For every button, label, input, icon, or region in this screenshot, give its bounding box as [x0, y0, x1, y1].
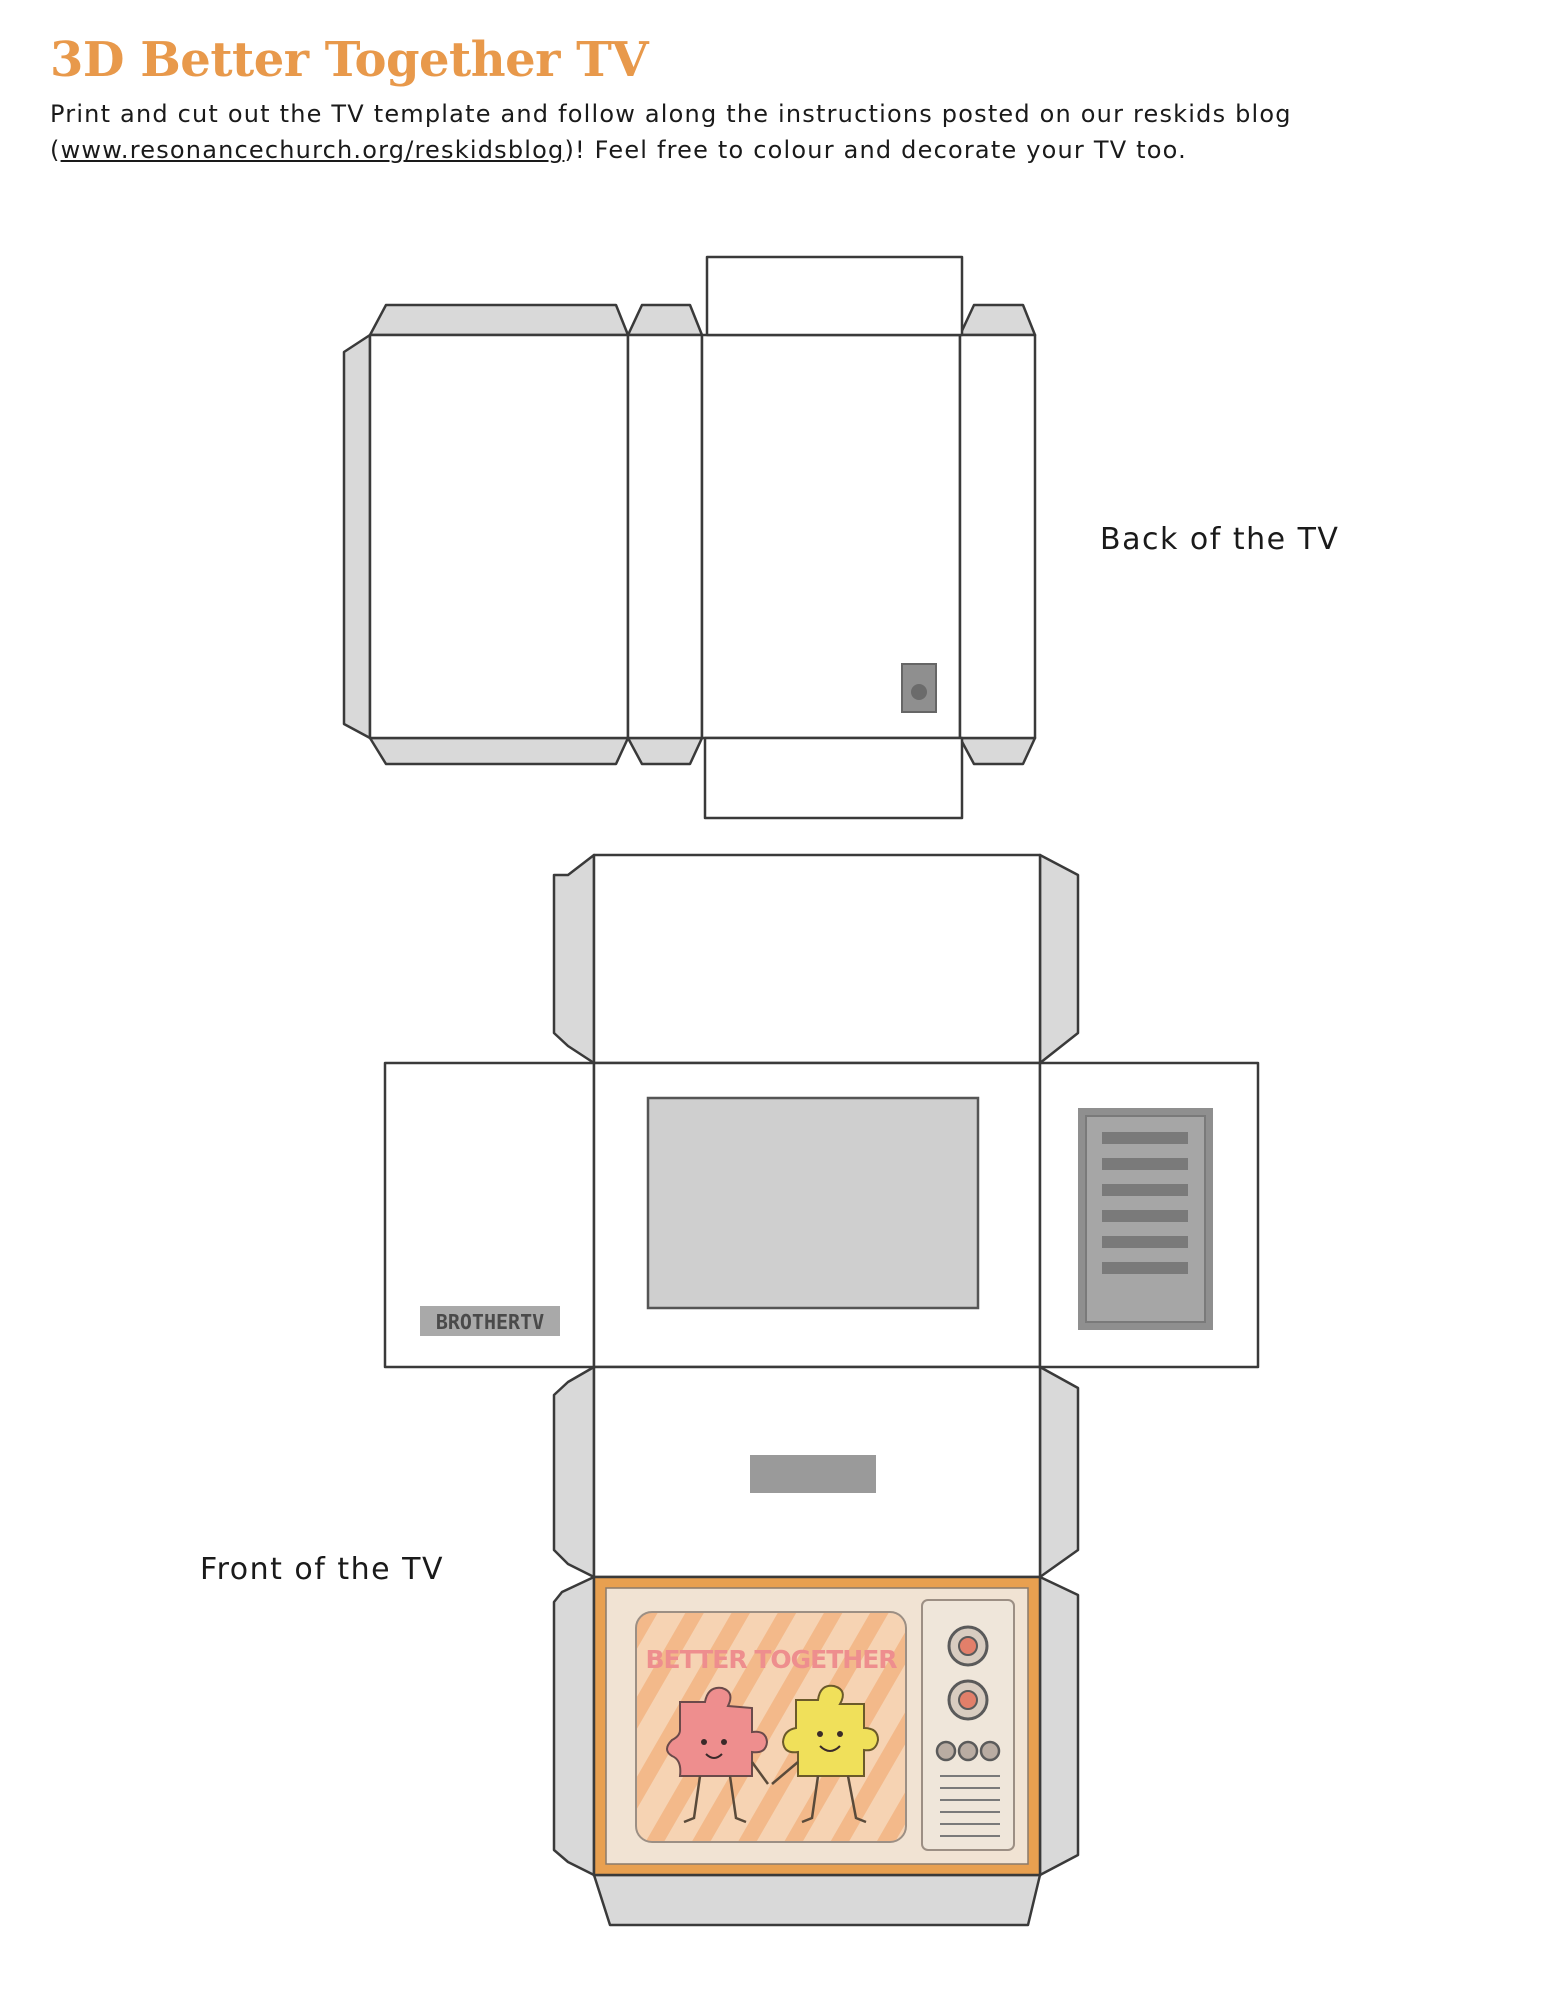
grille-slot	[1102, 1132, 1188, 1144]
base-stand-slot	[750, 1455, 876, 1493]
small-button	[957, 1740, 979, 1762]
small-button	[935, 1740, 957, 1762]
brand-plate: BROTHERTV	[420, 1306, 560, 1336]
back-tab-top-3	[958, 303, 1037, 337]
yellow-arm	[771, 1761, 799, 1785]
intro-text-end: )! Feel free to colour and decorate your…	[564, 136, 1187, 164]
front-tab-bottom	[592, 1873, 1042, 1927]
yellow-legs	[801, 1775, 867, 1824]
front-tab-low-left	[552, 1575, 596, 1877]
small-button	[979, 1740, 1001, 1762]
grille-slot	[1102, 1184, 1188, 1196]
pink-legs	[683, 1775, 747, 1824]
yellow-eye	[837, 1731, 843, 1737]
back-tab-bottom-3	[958, 736, 1037, 766]
back-net	[342, 255, 1037, 820]
grille-slot	[1102, 1210, 1188, 1222]
back-panel-large	[368, 333, 630, 740]
pink-arm	[750, 1761, 770, 1785]
back-panel-narrow	[626, 333, 704, 740]
tv-face: BETTER TOGETHER	[592, 1575, 1042, 1877]
front-of-tv-label: Front of the TV	[200, 1552, 444, 1587]
front-tab-low-right	[1038, 1575, 1080, 1877]
grille-slot	[1102, 1158, 1188, 1170]
grille-slot	[1102, 1236, 1188, 1248]
back-tab-left	[342, 333, 372, 740]
power-port-socket	[911, 684, 927, 700]
front-tab-top-right	[1038, 853, 1080, 1065]
channel-knob-center	[958, 1636, 978, 1656]
pink-smile	[705, 1753, 723, 1759]
screen-title: BETTER TOGETHER	[645, 1645, 897, 1674]
yellow-puzzle-character	[771, 1684, 880, 1824]
front-tab-mid-right	[1038, 1365, 1080, 1579]
pink-eye	[701, 1739, 707, 1745]
intro-text-start: Print and cut out the TV template and fo…	[50, 100, 1292, 164]
page-title: 3D Better Together TV	[50, 32, 649, 88]
front-top-panel	[592, 853, 1042, 1065]
brand-plate-text: BROTHERTV	[436, 1310, 544, 1334]
back-tab-bottom-1	[368, 736, 630, 766]
yellow-puzzle-piece	[781, 1684, 880, 1777]
intro-text: Print and cut out the TV template and fo…	[50, 96, 1470, 168]
yellow-smile	[819, 1745, 841, 1752]
back-tab-bottom-2	[626, 736, 704, 766]
back-tab-top-2	[626, 303, 704, 337]
grille-slot	[1102, 1262, 1188, 1274]
back-of-tv-label: Back of the TV	[1100, 522, 1340, 557]
back-panel-narrow-right	[958, 333, 1037, 740]
volume-knob-center	[958, 1690, 978, 1710]
yellow-eye	[817, 1731, 823, 1737]
blog-link[interactable]: www.resonancechurch.org/reskidsblog	[60, 136, 565, 164]
back-flap-top	[705, 255, 964, 337]
power-port	[901, 663, 937, 713]
brand-plate-bg	[420, 1306, 560, 1336]
pink-eye	[721, 1739, 727, 1745]
speaker-grille	[1078, 1108, 1213, 1330]
pink-puzzle-piece	[666, 1686, 769, 1777]
back-screen-area	[646, 1096, 980, 1310]
speaker-lines	[940, 1775, 1000, 1837]
back-tab-top-1	[368, 303, 630, 337]
front-tab-mid-left	[552, 1365, 596, 1579]
front-tab-top-left	[552, 853, 596, 1065]
tv-screen	[635, 1611, 907, 1843]
back-flap-bottom	[703, 736, 964, 820]
pink-puzzle-character	[666, 1686, 770, 1824]
